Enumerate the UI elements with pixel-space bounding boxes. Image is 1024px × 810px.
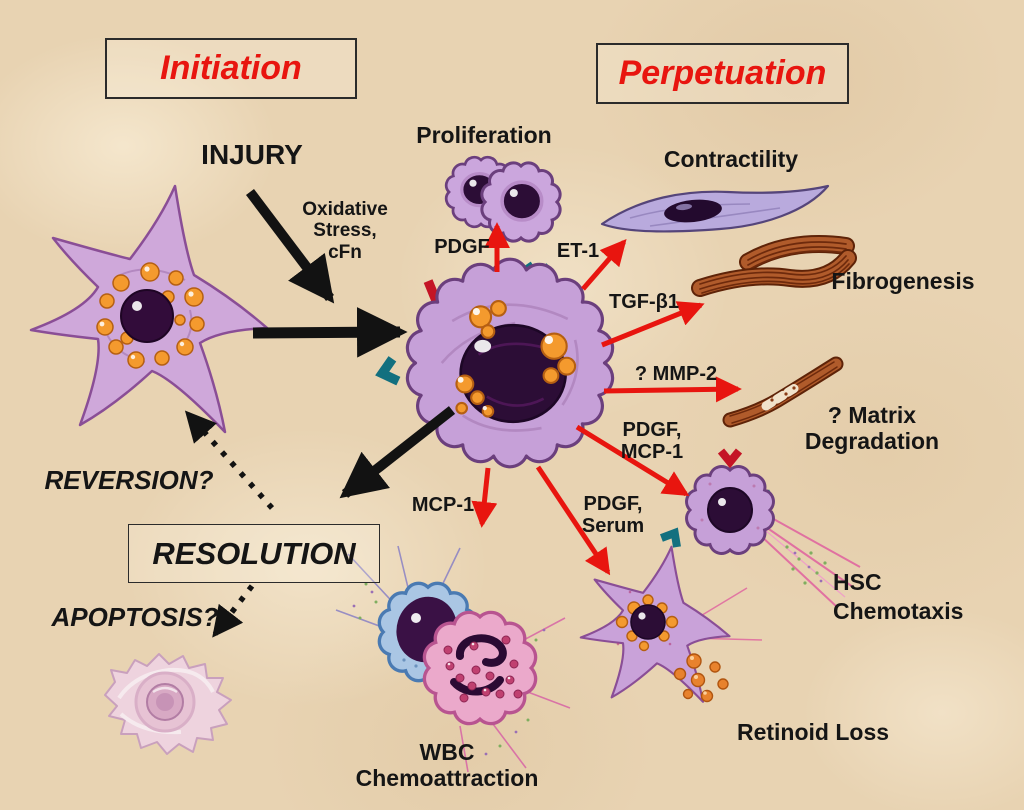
perpetuation-box: Perpetuation [596, 43, 849, 104]
pdgf-serum-arrow [535, 465, 611, 576]
proliferation-label: Proliferation [416, 122, 552, 148]
mcp1-label: MCP-1 [411, 494, 475, 516]
resolution-title: RESOLUTION [152, 535, 356, 571]
apoptosis-label: APOPTOSIS? [51, 602, 219, 632]
activation-arrow [252, 306, 408, 358]
mmp2-label: ? MMP-2 [634, 363, 718, 385]
chemotaxis-trail [759, 516, 861, 608]
tgfb1-label: TGF-β1 [609, 291, 679, 313]
tgfb1-arrow [601, 301, 705, 348]
degraded-fiber [722, 356, 844, 428]
et1-label: ET-1 [556, 240, 600, 262]
contractile-cell [600, 184, 830, 233]
resolution-box: RESOLUTION [128, 524, 380, 583]
initiation-box: Initiation [105, 38, 357, 99]
hsc-chemotaxis-label: HSC Chemotaxis [833, 569, 964, 625]
apoptosis-dashed-arrow [212, 584, 255, 638]
initiation-title: Initiation [160, 49, 302, 87]
perpetuation-title: Perpetuation [618, 54, 827, 92]
spilled-retinoid-droplets [673, 653, 729, 703]
proliferating-cells [444, 155, 562, 243]
pdgf-mcp1-arrow [575, 424, 690, 497]
matrix-degradation-label: ? Matrix Degradation [804, 402, 940, 454]
pdgf-serum-label: PDGF, Serum [581, 493, 645, 538]
white-blood-cells [335, 545, 571, 773]
mmp2-arrow [603, 376, 742, 403]
resolution-arrow [339, 406, 456, 499]
pdgf-mcp1-label: PDGF, MCP-1 [620, 419, 684, 464]
retinoid-loss-cell [579, 545, 763, 703]
collagen-fibers [691, 235, 857, 297]
chemotactic-hsc-cell [659, 448, 861, 608]
fibrogenesis-label: Fibrogenesis [831, 268, 975, 294]
quiescent-stellate-cell [29, 184, 269, 434]
mcp1-arrow [471, 467, 498, 528]
pdgf-label: PDGF [434, 236, 490, 258]
reversion-label: REVERSION? [44, 465, 214, 495]
injury-arrow [246, 188, 335, 304]
injury-label: INJURY [201, 139, 303, 170]
activated-stellate-cell [375, 257, 615, 469]
et1-arrow [581, 239, 627, 291]
retinoid-loss-label: Retinoid Loss [736, 719, 890, 745]
apoptotic-cell [104, 653, 232, 755]
wbc-chemoattraction-label: WBC Chemoattraction [355, 739, 539, 791]
contractility-label: Contractility [663, 146, 799, 172]
oxidative-stress-label: Oxidative Stress, cFn [302, 199, 388, 263]
